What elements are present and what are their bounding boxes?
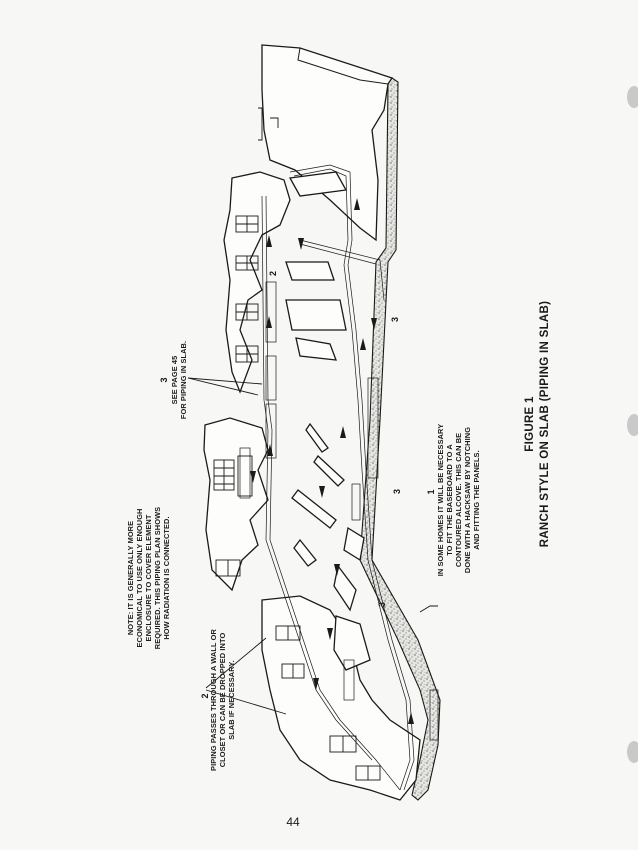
diagram-label-3-bottom: 3	[377, 602, 387, 607]
callout-1-line-5: AND FITTING THE PANELS.	[472, 450, 481, 549]
binder-holes	[627, 86, 638, 763]
callout-1-number: 1	[426, 489, 436, 494]
diagram-label-2: 2	[268, 271, 278, 276]
callout-3: 3 SEE PAGE 45 FOR PIPING IN SLAB.	[159, 341, 188, 419]
arrow-up-icon	[408, 712, 414, 724]
callout-2-line-3: SLAB IF NECESSARY.	[227, 660, 236, 740]
note-line-4: REQUIRED. THIS PIPING PLAN SHOWS	[153, 507, 162, 649]
interior-partitions	[285, 171, 371, 671]
arrow-up-icon	[360, 338, 366, 350]
concrete-slab-edge	[359, 77, 441, 801]
wall-section-top	[261, 44, 394, 242]
piping-runs	[239, 164, 439, 791]
binder-hole-top	[627, 86, 638, 108]
callout-2-number: 2	[200, 693, 210, 698]
wall-section-middle	[203, 417, 269, 592]
general-note: NOTE: IT IS GENERALLY MORE ECONOMICAL TO…	[126, 507, 171, 649]
callout-2: 2 PIPING PASSES THROUGH A WALL OR CLOSET…	[200, 628, 236, 770]
arrow-down-icon	[327, 628, 333, 640]
callout-3-line-1: SEE PAGE 45	[170, 356, 179, 405]
note-line-2: ECONOMICAL TO USE ONLY ENOUGH	[135, 509, 144, 648]
figure-title: RANCH STYLE ON SLAB (PIPING IN SLAB)	[539, 301, 551, 548]
callout-3-line-2: FOR PIPING IN SLAB.	[179, 341, 188, 419]
arrow-up-icon	[267, 444, 273, 456]
arrow-down-icon	[371, 318, 377, 330]
callout-1-line-2: TO FIT THE BASEBOARD TO A	[445, 444, 454, 556]
arrow-down-icon	[250, 471, 256, 483]
arrow-down-icon	[319, 486, 325, 498]
binder-hole-middle	[627, 414, 638, 436]
wall-section-upper-left	[223, 171, 291, 394]
window-frames-upper	[235, 215, 259, 363]
figure-number: FIGURE 1	[524, 396, 536, 452]
callout-3-number: 3	[159, 377, 169, 382]
arrow-up-icon	[266, 235, 272, 247]
house-cutaway-drawing: 2 3 3 3	[203, 44, 441, 801]
callout-2-line-1: PIPING PASSES THROUGH A WALL OR	[209, 628, 218, 770]
figure-caption: FIGURE 1 RANCH STYLE ON SLAB (PIPING IN …	[524, 301, 551, 548]
callout-1-line-4: DONE WITH A HACKSAW BY NOTCHING	[463, 427, 472, 573]
flow-arrows	[250, 198, 414, 724]
arrow-up-icon	[354, 198, 360, 210]
window-frames-lower	[275, 625, 381, 781]
note-line-3: ENCLOSURE TO COVER ELEMENT	[144, 514, 153, 641]
callout-2-line-2: CLOSET OR CAN BE DROPPED INTO	[218, 633, 227, 768]
callout-1-line-1: IN SOME HOMES IT WILL BE NECESSARY	[436, 424, 445, 576]
page-number: 44	[286, 815, 300, 829]
leader-lines	[187, 377, 438, 715]
callout-1: 1 IN SOME HOMES IT WILL BE NECESSARY TO …	[426, 424, 481, 576]
arrow-up-icon	[266, 316, 272, 328]
note-line-1: NOTE: IT IS GENERALLY MORE	[126, 521, 135, 635]
arrow-up-icon	[340, 426, 346, 438]
callout-1-line-3: CONTOURED ALCOVE. THIS CAN BE	[454, 433, 463, 567]
arrow-down-icon	[298, 238, 304, 250]
diagram-label-3-middle: 3	[392, 489, 402, 494]
note-line-5: HOW RADIATION IS CONNECTED.	[162, 516, 171, 639]
diagram-label-3-top: 3	[390, 317, 400, 322]
arrow-down-icon	[334, 564, 340, 576]
binder-hole-bottom	[627, 741, 638, 763]
arrow-down-icon	[313, 678, 319, 690]
